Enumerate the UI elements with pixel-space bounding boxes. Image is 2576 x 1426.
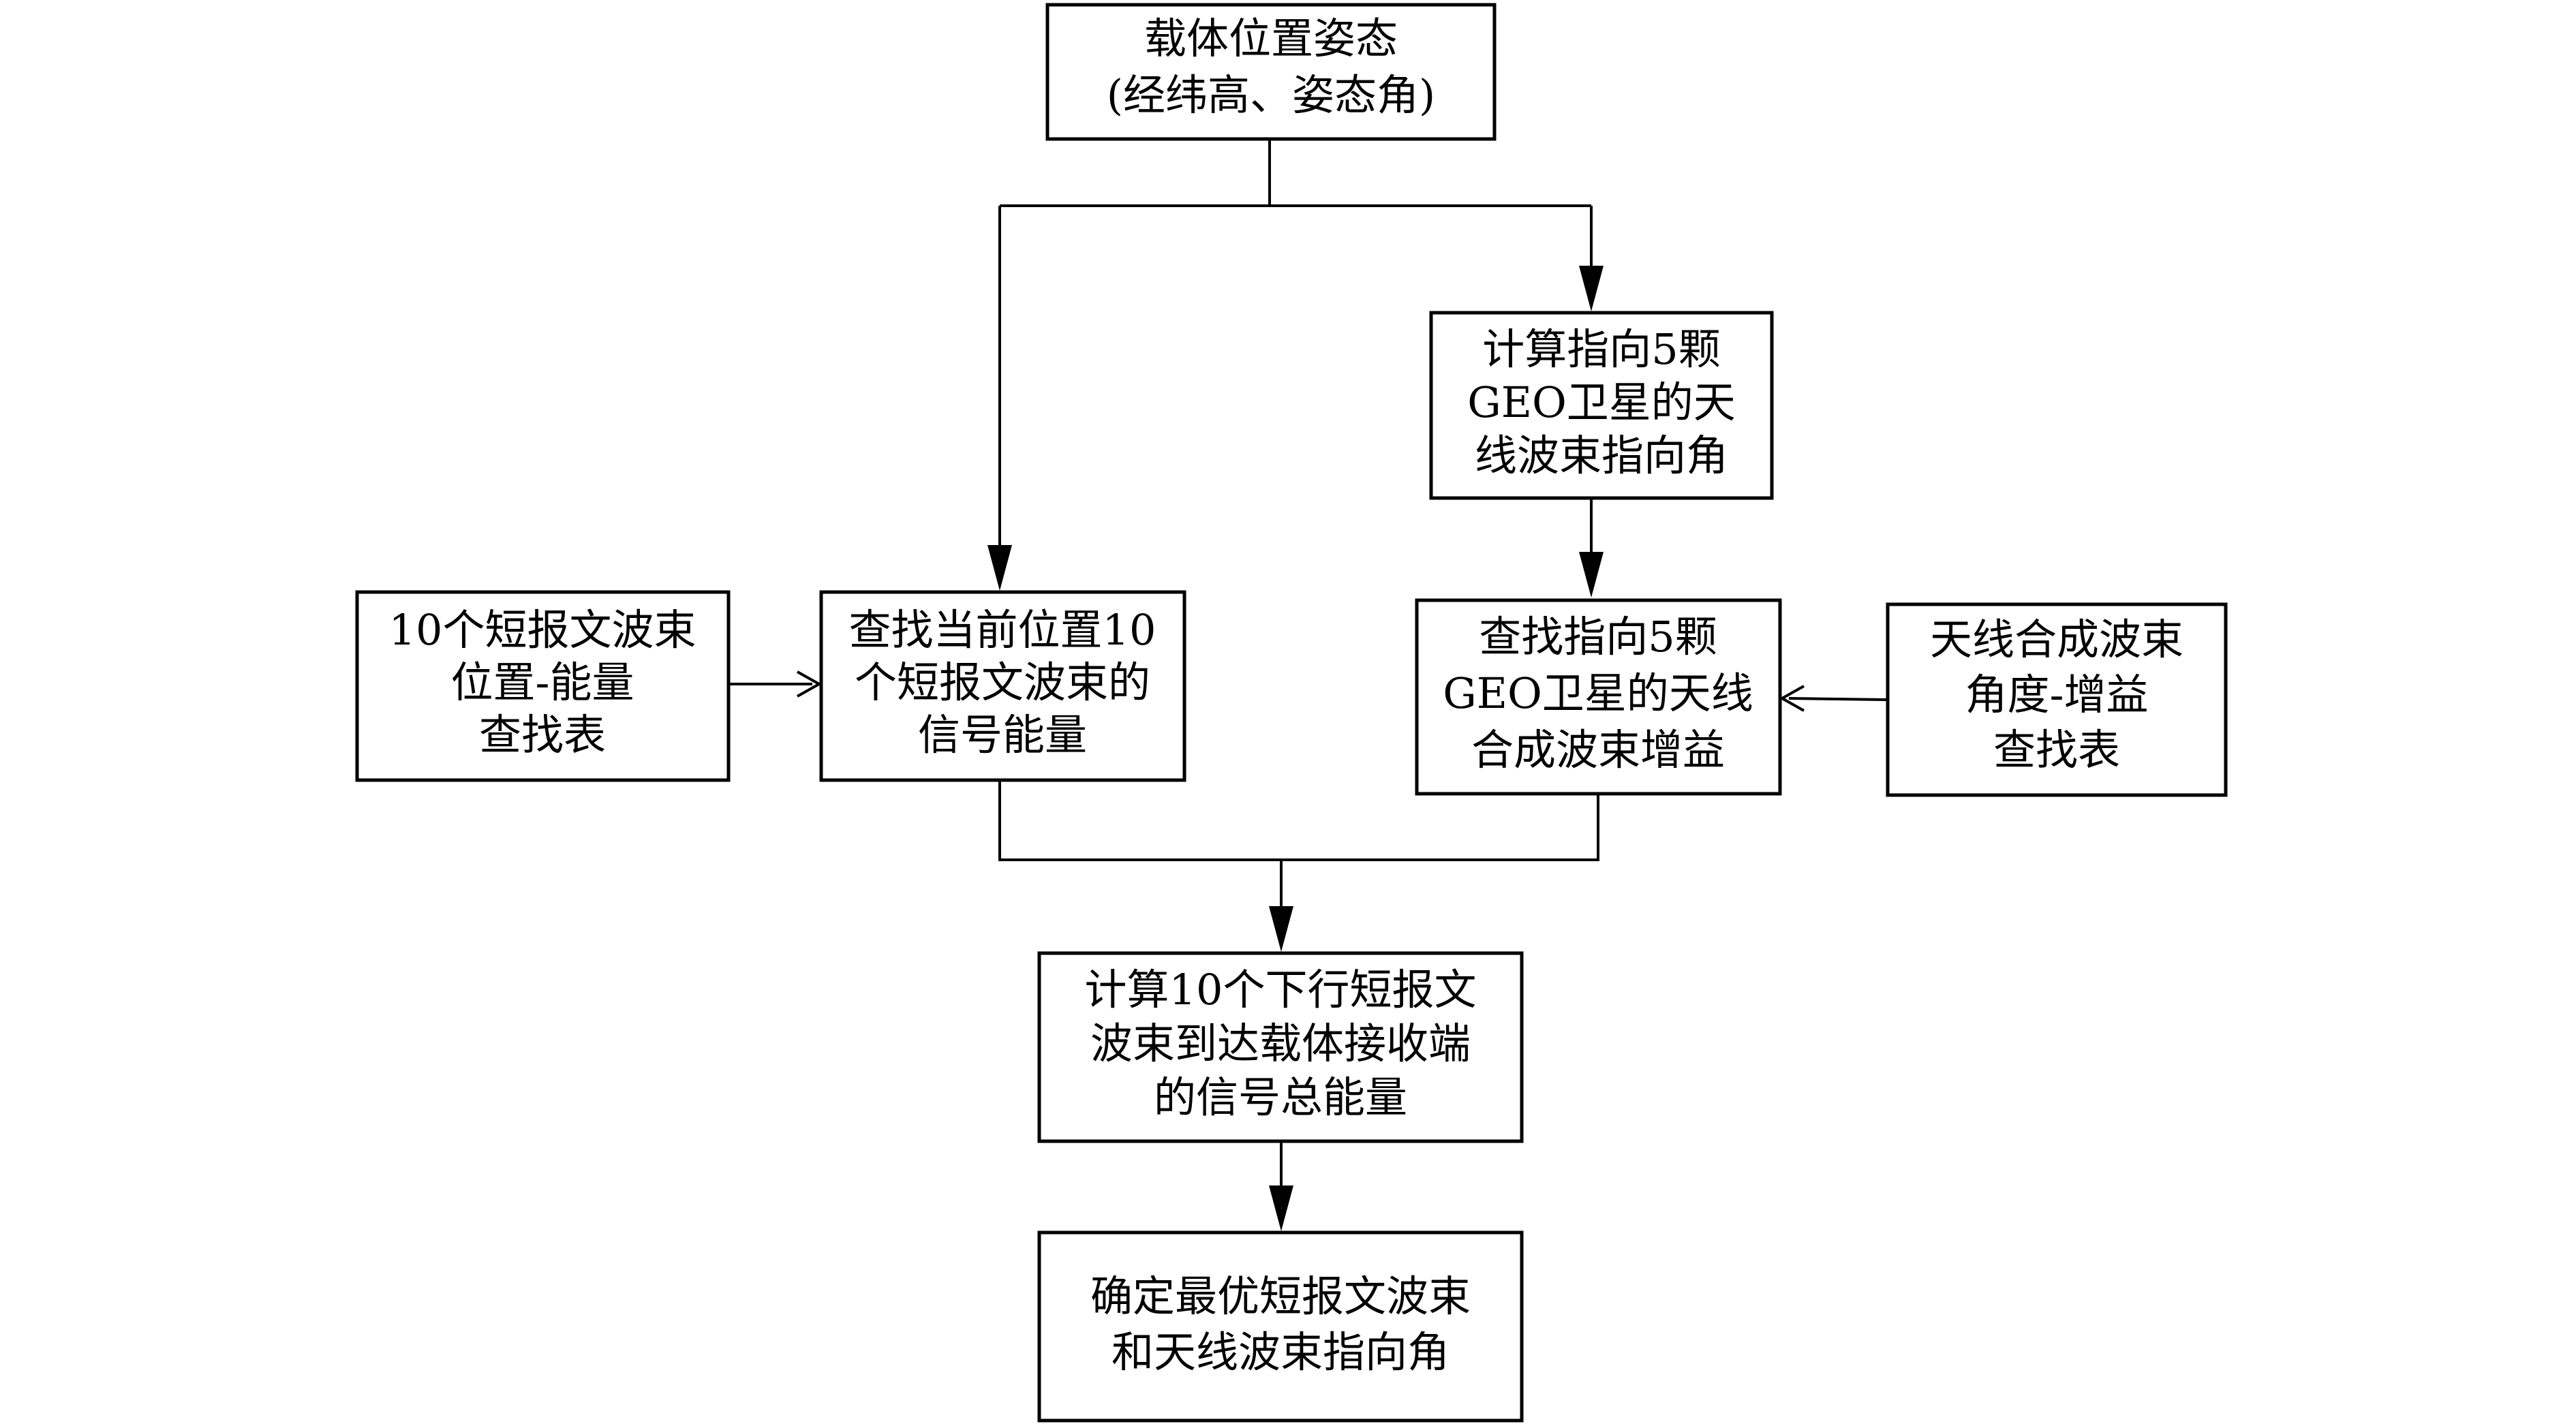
arrow-head-total-energy [1269,906,1293,952]
node-find-antenna-gain-line-3: 合成波束增益 [1471,725,1725,775]
node-gain-lookup-table-line-3: 查找表 [1993,725,2120,775]
connector-gain-table [1788,697,1887,701]
node-compute-total-energy-line-2: 波束到达载体接收端 [1090,1019,1471,1068]
node-find-antenna-gain: 查找指向5颗 GEO卫星的天线 合成波束增益 [1415,598,1782,796]
node-compute-pointing-box [1429,311,1774,500]
node-compute-pointing-line-3: 线波束指向角 [1475,431,1728,480]
node-find-beam-energy-line-1: 查找当前位置10 [849,605,1156,655]
arrowheads [797,266,1805,1231]
node-carrier-pose: 载体位置姿态 (经纬高、姿态角) [1045,3,1497,141]
arrow-head-gain-table [1779,685,1805,712]
node-beam-lookup-table-line-1: 10个短报文波束 [389,605,696,655]
arrow-head-find-beam-energy [987,545,1012,591]
node-beam-lookup-table-line-2: 位置-能量 [451,657,634,707]
node-find-beam-energy-line-3: 信号能量 [918,710,1087,760]
node-compute-pointing-line-2: GEO卫星的天 [1467,377,1736,427]
node-find-antenna-gain-line-1: 查找指向5颗 [1479,612,1717,662]
node-compute-total-energy-box [1037,951,1524,1143]
node-determine-optimal: 确定最优短报文波束 和天线波束指向角 [1037,1230,1524,1423]
node-find-beam-energy-box [819,590,1186,782]
node-compute-pointing-line-1: 计算指向5颗 [1482,324,1720,374]
node-gain-lookup-table: 天线合成波束 角度-增益 查找表 [1886,602,2228,797]
node-compute-total-energy-line-3: 的信号总能量 [1154,1072,1407,1122]
node-compute-pointing: 计算指向5颗 GEO卫星的天 线波束指向角 [1429,311,1774,500]
node-beam-lookup-table: 10个短报文波束 位置-能量 查找表 [355,590,731,782]
node-beam-lookup-table-line-3: 查找表 [479,710,606,760]
node-find-antenna-gain-box [1415,598,1782,796]
node-gain-lookup-table-line-1: 天线合成波束 [1930,615,2183,664]
node-find-beam-energy: 查找当前位置10 个短报文波束的 信号能量 [819,590,1186,782]
node-carrier-pose-line-1: 载体位置姿态 [1144,14,1398,63]
arrow-head-beam-table [797,670,823,698]
arrow-head-determine [1269,1185,1293,1231]
node-beam-lookup-table-box [355,590,731,782]
node-compute-total-energy: 计算10个下行短报文 波束到达载体接收端 的信号总能量 [1037,951,1524,1143]
node-carrier-pose-box [1045,3,1497,141]
node-gain-lookup-table-line-2: 角度-增益 [1965,670,2149,719]
connectors [727,140,1887,1192]
node-find-antenna-gain-line-2: GEO卫星的天线 [1443,668,1753,718]
node-carrier-pose-line-2: (经纬高、姿态角) [1107,70,1435,120]
node-find-beam-energy-line-2: 个短报文波束的 [855,657,1150,707]
connector-top-split [1000,140,1591,207]
node-compute-total-energy-line-1: 计算10个下行短报文 [1085,965,1477,1014]
connector-merge [998,780,1599,861]
arrow-head-compute-pointing [1579,266,1604,311]
arrow-head-find-antenna-gain [1579,552,1604,598]
node-gain-lookup-table-box [1886,602,2228,797]
node-determine-optimal-box [1037,1230,1524,1423]
node-determine-optimal-line-1: 确定最优短报文波束 [1090,1271,1471,1321]
node-determine-optimal-line-2: 和天线波束指向角 [1111,1327,1450,1377]
